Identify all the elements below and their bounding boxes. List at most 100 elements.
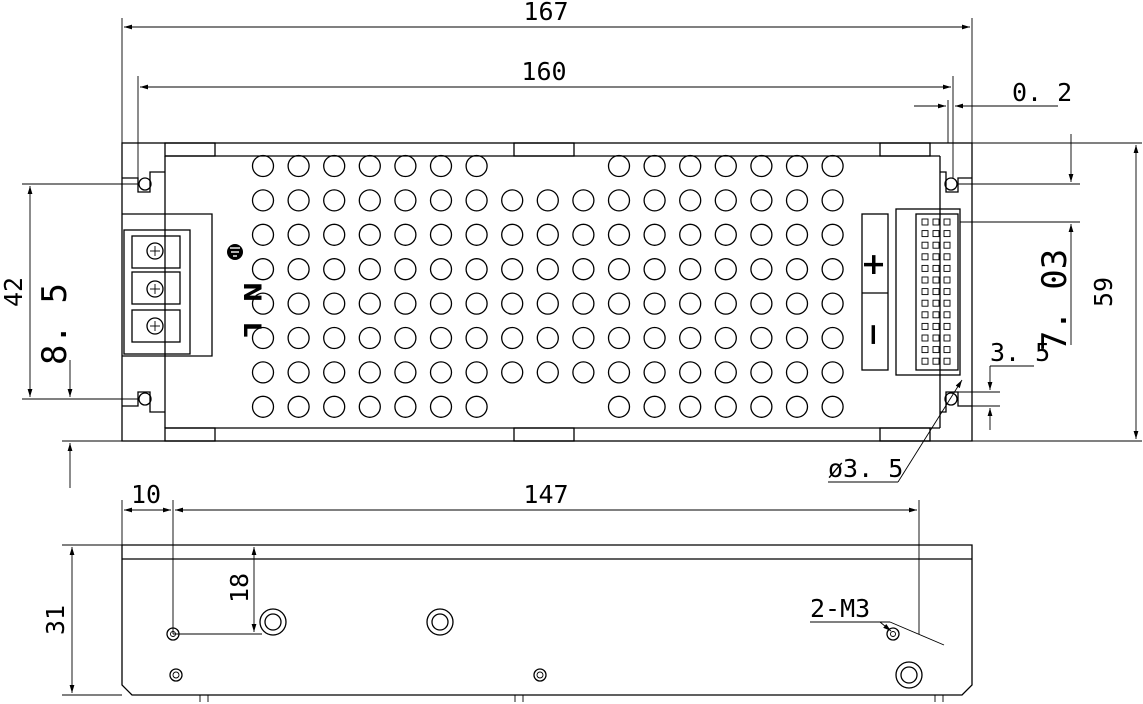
vent-hole bbox=[607, 189, 631, 212]
connector-pin bbox=[921, 357, 929, 365]
right-mount-hole-top bbox=[944, 177, 958, 191]
vent-hole bbox=[358, 292, 381, 315]
dc-output-terminal: + − bbox=[856, 208, 961, 376]
vent-hole bbox=[429, 189, 453, 212]
vent-hole bbox=[679, 361, 702, 384]
output-label-positive: + bbox=[856, 252, 891, 277]
connector-pin bbox=[932, 253, 940, 261]
connector-pin bbox=[921, 346, 929, 354]
ground-symbol-icon bbox=[227, 244, 243, 260]
dim-7-03-label: 7. 03 bbox=[1035, 249, 1075, 351]
vent-hole bbox=[287, 189, 310, 212]
dim-18-label: 18 bbox=[225, 573, 254, 603]
vent-hole bbox=[785, 223, 809, 246]
vent-hole bbox=[643, 395, 666, 418]
vent-hole bbox=[607, 154, 631, 178]
clip-bottom-center bbox=[513, 427, 575, 442]
vent-hole bbox=[251, 154, 275, 178]
vent-hole bbox=[572, 189, 595, 212]
vent-hole bbox=[785, 361, 809, 384]
vent-hole bbox=[714, 395, 737, 418]
vent-hole bbox=[429, 154, 453, 178]
vent-hole bbox=[750, 326, 773, 350]
vent-hole bbox=[501, 258, 524, 281]
connector-pin bbox=[943, 334, 951, 342]
connector-pin bbox=[921, 334, 929, 342]
dim-side-offsets: 10 147 bbox=[121, 480, 920, 634]
vent-hole bbox=[679, 189, 702, 212]
ac-terminal-block: N L bbox=[122, 213, 266, 357]
vent-hole bbox=[536, 223, 559, 246]
connector-pin bbox=[921, 288, 929, 296]
left-mount-hole-bottom bbox=[138, 392, 152, 406]
vent-hole bbox=[750, 189, 773, 212]
terminal-screw-2 bbox=[146, 280, 164, 298]
top-view: N L + − 167 160 bbox=[0, 0, 1142, 488]
vent-hole bbox=[750, 258, 773, 281]
connector-pin bbox=[943, 299, 951, 307]
connector-pin bbox=[943, 218, 951, 226]
vent-hole bbox=[714, 326, 737, 350]
connector-pin-grid bbox=[921, 218, 951, 365]
vent-hole bbox=[501, 326, 524, 350]
vent-hole bbox=[287, 395, 310, 418]
vent-hole bbox=[785, 154, 809, 178]
dim-side-height: 31 bbox=[41, 544, 122, 696]
vent-hole bbox=[785, 395, 809, 418]
vent-hole bbox=[572, 326, 595, 350]
thread-callout-label: 2-M3 bbox=[810, 594, 870, 623]
vent-hole bbox=[643, 326, 666, 350]
vent-hole bbox=[750, 154, 773, 178]
vent-hole bbox=[607, 395, 631, 418]
connector-pin bbox=[921, 230, 929, 238]
connector-pin bbox=[932, 334, 940, 342]
connector-pin bbox=[932, 230, 940, 238]
vent-hole bbox=[785, 189, 809, 212]
vent-hole bbox=[465, 361, 488, 384]
vent-hole bbox=[821, 326, 844, 350]
ventilation-holes bbox=[251, 154, 844, 418]
vent-hole bbox=[323, 258, 346, 281]
vent-hole bbox=[394, 326, 417, 350]
vent-hole bbox=[714, 361, 737, 384]
vent-hole bbox=[251, 326, 275, 350]
vent-hole bbox=[358, 223, 381, 246]
vent-hole bbox=[465, 154, 488, 178]
connector-pin bbox=[921, 322, 929, 330]
side-boss-1 bbox=[259, 608, 287, 636]
vent-hole bbox=[323, 223, 346, 246]
vent-hole bbox=[429, 395, 453, 418]
vent-hole bbox=[714, 223, 737, 246]
dim-160-label: 160 bbox=[521, 57, 566, 86]
vent-hole bbox=[287, 361, 310, 384]
side-small-hole-2 bbox=[533, 668, 547, 682]
side-hole-m3-right bbox=[886, 627, 900, 641]
connector-pin bbox=[943, 276, 951, 284]
dim-10-label: 10 bbox=[131, 480, 161, 509]
vent-hole bbox=[501, 189, 524, 212]
connector-pin bbox=[932, 241, 940, 249]
vent-hole bbox=[323, 326, 346, 350]
vent-hole bbox=[394, 258, 417, 281]
vent-hole bbox=[394, 223, 417, 246]
side-boss-2 bbox=[426, 608, 454, 636]
vent-hole bbox=[287, 223, 310, 246]
vent-hole bbox=[465, 395, 488, 418]
vent-hole bbox=[643, 154, 666, 178]
connector-pin bbox=[932, 264, 940, 272]
connector-pin bbox=[943, 241, 951, 249]
vent-hole bbox=[679, 258, 702, 281]
vent-hole bbox=[821, 361, 844, 384]
vent-hole bbox=[251, 258, 275, 281]
left-ear-top bbox=[122, 171, 165, 193]
vent-hole bbox=[643, 292, 666, 315]
vent-hole bbox=[821, 154, 844, 178]
vent-hole bbox=[323, 395, 346, 418]
connector-pin bbox=[921, 276, 929, 284]
terminal-strip bbox=[123, 229, 191, 355]
vent-hole bbox=[358, 395, 381, 418]
terminal-screw-3 bbox=[146, 317, 164, 335]
vent-hole bbox=[465, 189, 488, 212]
vent-hole bbox=[465, 292, 488, 315]
dim-terminal-offset: 7. 03 bbox=[958, 134, 1080, 351]
